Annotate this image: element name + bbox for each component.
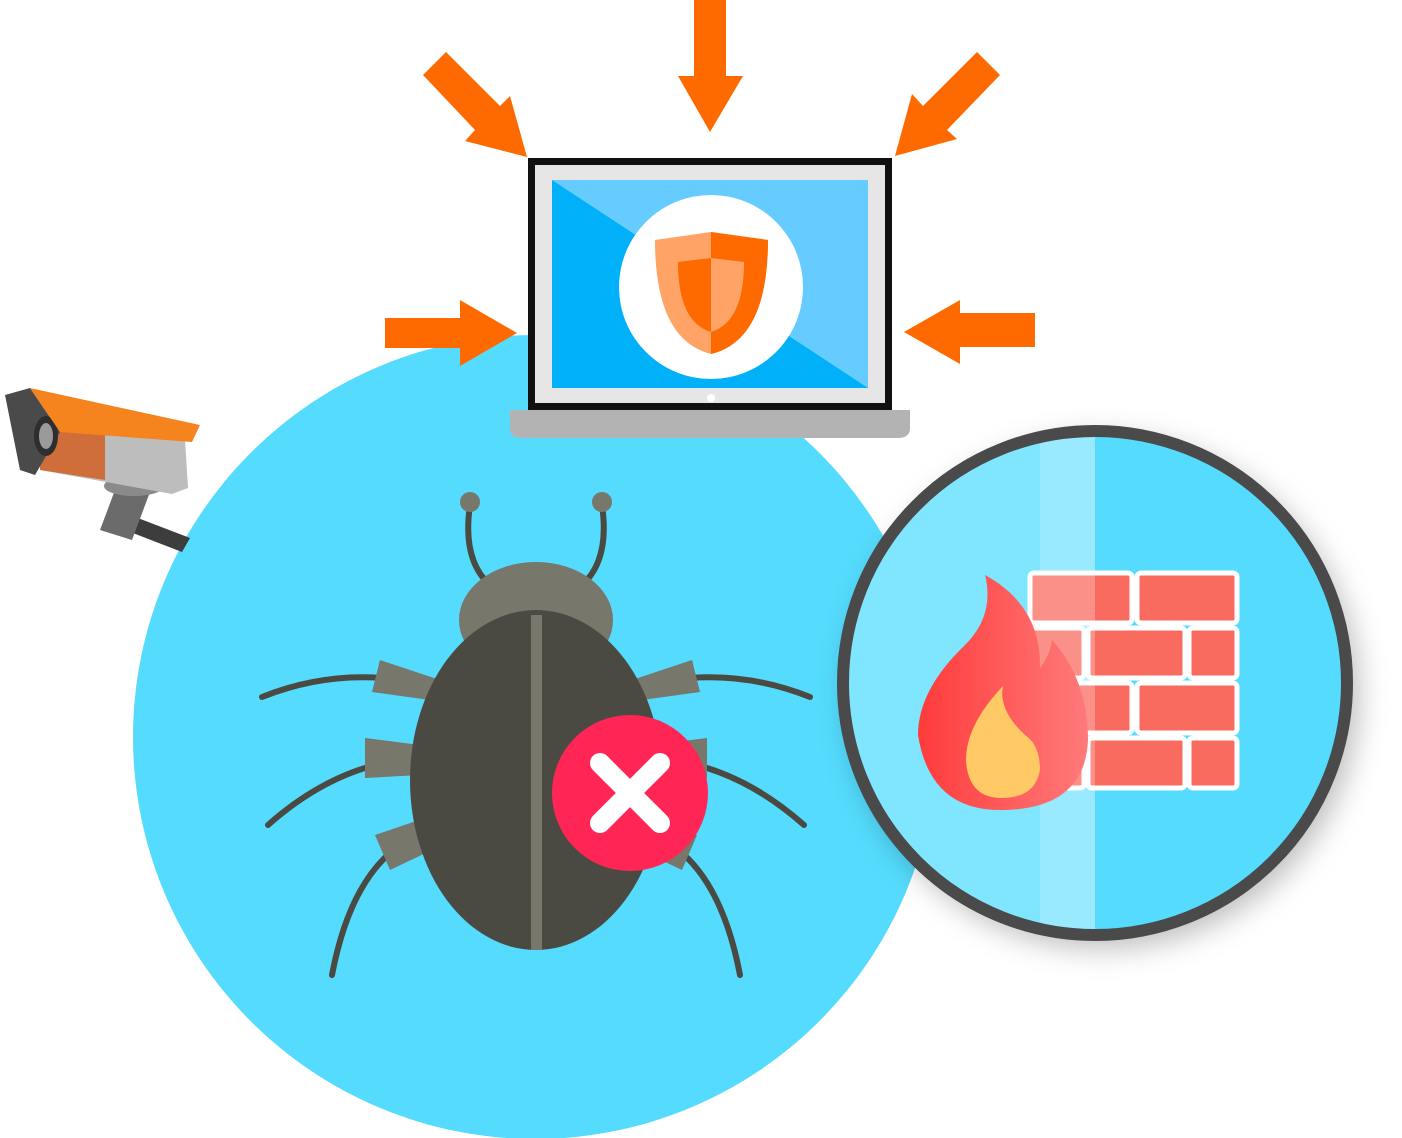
attack-arrow-icon — [904, 300, 1035, 364]
attack-arrow-icon — [895, 52, 1000, 156]
attack-arrows — [385, 0, 1035, 366]
firewall-icon — [837, 425, 1353, 941]
laptop-icon — [510, 158, 910, 438]
brick-wall-icon — [1027, 570, 1240, 791]
flame-icon — [918, 575, 1088, 810]
shield-icon — [655, 232, 768, 354]
security-camera-icon — [5, 388, 200, 552]
attack-arrow-icon — [385, 300, 517, 366]
attack-arrow-icon — [423, 52, 527, 157]
attack-arrow-icon — [678, 0, 743, 132]
blocked-x-icon — [552, 715, 708, 871]
